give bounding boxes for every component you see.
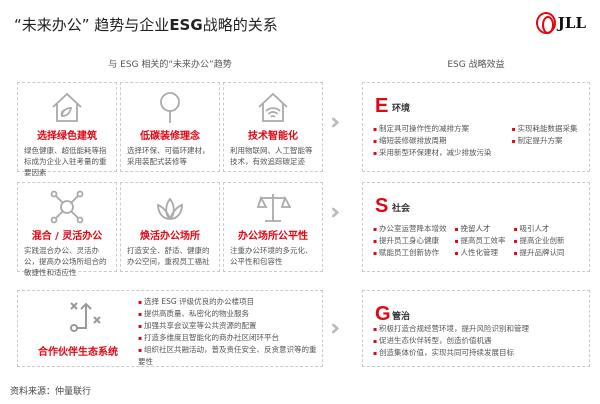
benefit-list: 吸引人才提高企业创新提升品牌认同 — [513, 223, 564, 259]
page-title: “未来办公” 趋势与企业ESG战略的关系 — [14, 14, 278, 35]
chevron-right-icon: ››› — [330, 200, 342, 225]
benefit-name: 社会 — [392, 204, 411, 214]
benefit-letter: S — [375, 195, 389, 217]
trend-card: 混合 / 灵活办公实践混合办公、灵活办公，提高办公场所组合的敏捷性和适应性 — [17, 182, 117, 277]
benefit-item: 实现耗能数据采集 — [511, 123, 577, 135]
benefit-list: 积极打造合规经营环境，提升风险识别和管理促进生态伙伴转型，创造价值机遇创造集体价… — [373, 323, 529, 359]
trend-card: 技术智能化利用物联网、人工智能等技术，有效追踪碳足迹 — [223, 82, 323, 172]
network-icon — [18, 189, 116, 225]
trend-title: 技术智能化 — [248, 131, 298, 142]
lotus-icon — [121, 189, 219, 225]
benefit-item: 办公室运营降本增效 — [373, 223, 447, 235]
trend-desc: 打造安全、舒适、健康的办公空间，重视员工福祉 — [127, 246, 210, 266]
jll-logo: JLL — [535, 12, 586, 34]
trend-desc: 绿色健康、超低能耗等指标成为企业入驻考量的重要因素 — [24, 146, 107, 177]
benefit-item: 提升品牌认同 — [513, 247, 564, 259]
benefit-item: 提升员工身心健康 — [373, 235, 446, 247]
scale-icon — [224, 189, 322, 225]
trend-title: 选择绿色建筑 — [37, 131, 97, 142]
benefit-item: 制定具可操作性的减排方案 — [373, 123, 491, 135]
title-pre: “未来办公” 趋势与企业 — [14, 16, 170, 34]
ecosystem-title: 合作伙伴生态系统 — [38, 347, 118, 358]
title-post: 战略的关系 — [202, 16, 278, 34]
benefit-list: 挽留人才提高员工效率人性化管理 — [454, 223, 505, 259]
trend-desc: 注重办公环境的多元化、公平性和包容性 — [230, 246, 313, 266]
benefit-item: 制定提升方案 — [511, 135, 577, 147]
benefit-item: 促进生态伙伴转型，创造价值机遇 — [373, 335, 529, 347]
right-header: ESG 战略效益 — [447, 60, 505, 70]
left-header: 与 ESG 相关的“未来办公”趋势 — [108, 60, 232, 70]
benefit-item: 挽留人才 — [454, 223, 505, 235]
benefit-list: 办公室运营降本增效提升员工身心健康赋能员工创新协作 — [373, 223, 447, 259]
benefit-g: G管治积极打造合规经营环境，提升风险识别和管理促进生态伙伴转型，创造价值机遇创造… — [362, 290, 590, 367]
ecosystem-list: 选择 ESG 评级优良的办公楼项目提供高质量、私密化的物业服务加强共享会议室等公… — [138, 296, 318, 367]
trend-card: 低碳装修理念选择环保、可循环建材，采用装配式装修等 — [120, 82, 220, 172]
jll-mark-icon — [535, 12, 556, 34]
trend-desc: 实践混合办公、灵活办公，提高办公场所组合的敏捷性和适应性 — [24, 246, 107, 277]
ecosystem-card: 合作伙伴生态系统 选择 ESG 评级优良的办公楼项目提供高质量、私密化的物业服务… — [17, 290, 323, 367]
trend-title: 混合 / 灵活办公 — [31, 231, 103, 242]
benefit-letter: E — [375, 95, 389, 117]
trend-card: 选择绿色建筑绿色健康、超低能耗等指标成为企业入驻考量的重要因素 — [17, 82, 117, 177]
trend-title: 低碳装修理念 — [140, 131, 200, 142]
ecosystem-item: 组织社区共融活动，普及责任安全、反贪意识等的重要性 — [138, 344, 318, 367]
trend-title: 焕活办公场所 — [140, 231, 200, 242]
benefit-e: E环境制定具可操作性的减排方案缩短装修碳排放周期采用新型环保建材，减少排放污染实… — [362, 82, 590, 172]
strategy-icon — [68, 299, 104, 339]
title-bold: ESG — [169, 16, 203, 34]
ecosystem-item: 打造多维度且智能化的商办社区闭环平台 — [138, 332, 318, 344]
trend-card: 焕活办公场所打造安全、舒适、健康的办公空间，重视员工福祉 — [120, 182, 220, 272]
benefit-item: 提高企业创新 — [513, 235, 564, 247]
tree-icon — [121, 89, 219, 125]
trend-title: 办公场所公平性 — [238, 231, 308, 242]
benefit-item: 提高员工效率 — [454, 235, 505, 247]
benefit-item: 人性化管理 — [454, 247, 505, 259]
benefit-item: 采用新型环保建材，减少排放污染 — [373, 147, 492, 159]
benefit-item: 赋能员工创新协作 — [373, 247, 446, 259]
chevron-right-icon: ››› — [330, 316, 342, 341]
trend-card: 办公场所公平性注重办公环境的多元化、公平性和包容性 — [223, 182, 323, 272]
benefit-name: 环境 — [392, 104, 411, 114]
benefit-item: 缩短装修碳排放周期 — [373, 135, 491, 147]
logo-text: JLL — [557, 14, 586, 32]
benefit-item: 创造集体价值，实现共同可持续发展目标 — [373, 347, 529, 359]
chevron-right-icon: ››› — [330, 110, 342, 135]
benefit-item: 吸引人才 — [513, 223, 564, 235]
trend-desc: 利用物联网、人工智能等技术，有效追踪碳足迹 — [230, 146, 313, 166]
ecosystem-item: 提供高质量、私密化的物业服务 — [138, 308, 318, 320]
ecosystem-item: 选择 ESG 评级优良的办公楼项目 — [138, 296, 318, 308]
benefit-list: 制定具可操作性的减排方案缩短装修碳排放周期采用新型环保建材，减少排放污染 — [373, 123, 492, 159]
source-note: 资料来源：仲量联行 — [10, 387, 92, 397]
benefit-letter: G — [375, 303, 391, 325]
benefit-name: 管治 — [392, 312, 411, 322]
house-leaf-icon — [18, 89, 116, 125]
benefit-list: 实现耗能数据采集制定提升方案 — [511, 123, 577, 159]
benefit-s: S社会办公室运营降本增效提升员工身心健康赋能员工创新协作挽留人才提高员工效率人性… — [362, 182, 590, 272]
benefit-item: 积极打造合规经营环境，提升风险识别和管理 — [373, 323, 529, 335]
trend-desc: 选择环保、可循环建材，采用装配式装修等 — [127, 146, 210, 166]
ecosystem-item: 加强共享会议室等公共资源的配置 — [138, 320, 318, 332]
house-wifi-icon — [224, 89, 322, 125]
